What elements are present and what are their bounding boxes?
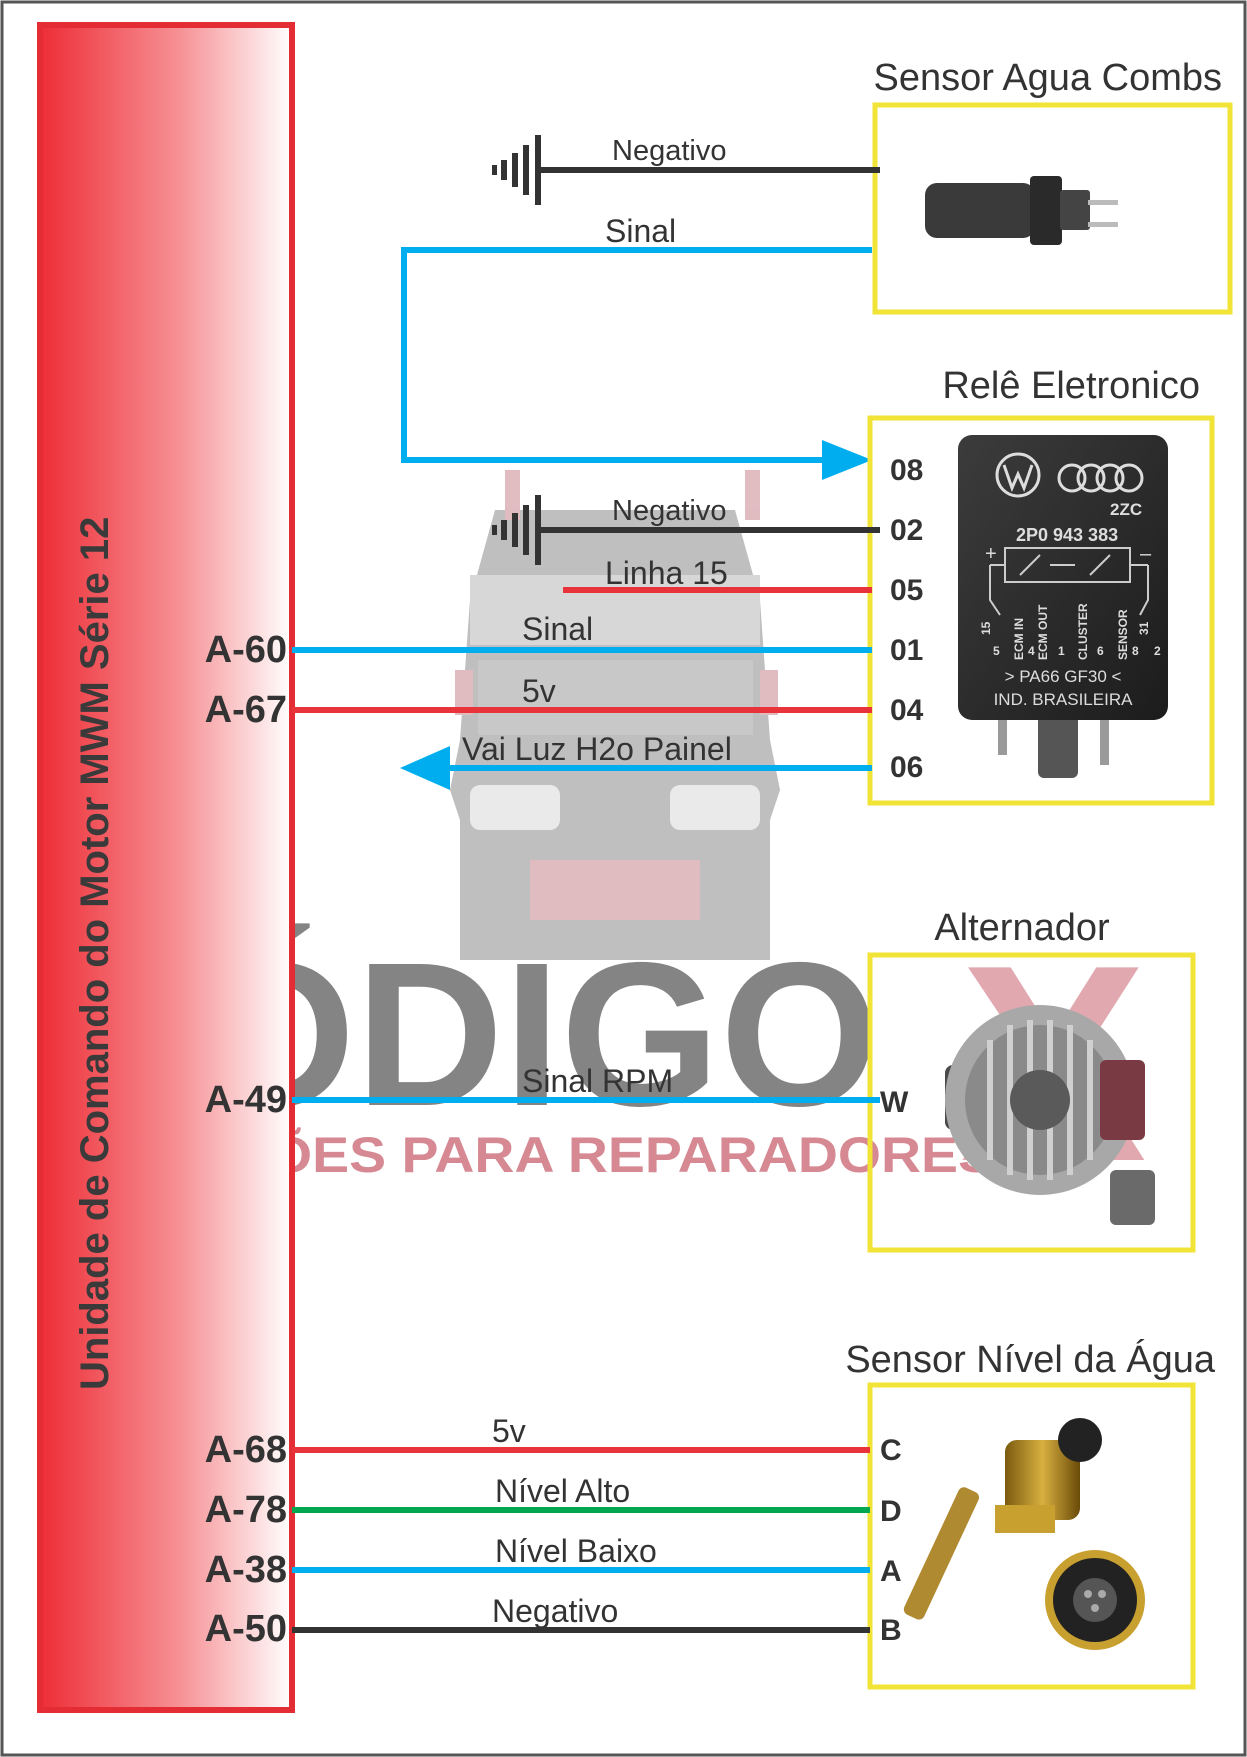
- rele-box: [867, 415, 1215, 806]
- relay-num-5: 5: [993, 644, 1000, 658]
- wire-label-nivel-baixo: Nível Baixo: [495, 1533, 657, 1569]
- relay-num-31: 31: [1137, 621, 1151, 635]
- rele-title: Relê Eletronico: [942, 365, 1200, 407]
- ecu-box: [37, 22, 295, 1713]
- ecu-pin-a67: A-67: [205, 689, 287, 731]
- wire-label-luz-h2o: Vai Luz H2o Painel: [462, 731, 732, 767]
- relay-num-8: 8: [1132, 644, 1139, 658]
- rele-pin-06: 06: [890, 751, 923, 784]
- sensor-agua-combs-title: Sensor Agua Combs: [873, 57, 1222, 99]
- relay-num-1: 1: [1058, 644, 1065, 658]
- wire-label-linha-15: Linha 15: [605, 555, 728, 591]
- water-level-sensor-image: [903, 1418, 1145, 1650]
- wire-label-sinal-combs: Sinal: [605, 213, 676, 249]
- ecu-pin-a60: A-60: [205, 629, 287, 671]
- sensor-nivel-title: Sensor Nível da Água: [845, 1338, 1216, 1381]
- wire-label-negativo-combs: Negativo: [612, 135, 726, 167]
- rele-pin-02: 02: [890, 514, 923, 547]
- relay-part-number: 2P0 943 383: [1016, 525, 1118, 545]
- wire-sinal-combs: [401, 247, 872, 463]
- alternador-title: Alternador: [934, 907, 1110, 949]
- ecu-pin-a49: A-49: [205, 1079, 287, 1121]
- rele-pin-01: 01: [890, 634, 923, 667]
- relay-num-4: 4: [1028, 644, 1035, 658]
- sensor-nivel-box: [867, 1382, 1196, 1690]
- rele-pin-08: 08: [890, 454, 923, 487]
- relay-minus: –: [1140, 543, 1152, 565]
- relay-num-6: 6: [1097, 644, 1104, 658]
- ecu-pin-a78: A-78: [205, 1489, 287, 1531]
- sensor-nivel-pin-d: D: [880, 1495, 902, 1528]
- sensor-nivel-pin-a: A: [880, 1555, 902, 1588]
- relay-image: 2ZC 2P0 943 383 + – ECM IN ECM OUT CLUST…: [958, 435, 1168, 778]
- relay-num-2: 2: [1154, 644, 1161, 658]
- relay-term-sensor: SENSOR: [1116, 609, 1130, 660]
- ecu-label: Unidade de Comando do Motor MWM Série 12: [73, 517, 117, 1390]
- wire-label-negativo-nivel: Negativo: [492, 1593, 618, 1629]
- relay-origin: IND. BRASILEIRA: [994, 690, 1134, 709]
- relay-code: 2ZC: [1110, 500, 1142, 519]
- wire-label-5v-a67: 5v: [522, 673, 556, 709]
- fuel-water-sensor-image: [925, 176, 1118, 245]
- ecu-pin-a50: A-50: [205, 1608, 287, 1650]
- relay-spec: > PA66 GF30 <: [1005, 667, 1122, 686]
- sensor-agua-combs-box: [872, 102, 1233, 315]
- relay-term-ecm-out: ECM OUT: [1036, 604, 1050, 660]
- relay-num-15: 15: [979, 621, 993, 635]
- wire-label-sinal-a60: Sinal: [522, 611, 593, 647]
- sensor-nivel-pin-c: C: [880, 1434, 902, 1467]
- alternator-image: [945, 1005, 1155, 1225]
- arrow-to-relay: [822, 440, 872, 480]
- rele-pin-04: 04: [890, 694, 924, 727]
- relay-term-ecm-in: ECM IN: [1012, 618, 1026, 660]
- wire-label-sinal-rpm: Sinal RPM: [522, 1063, 673, 1099]
- ecu-pin-a38: A-38: [205, 1549, 287, 1591]
- relay-plus: +: [985, 543, 997, 565]
- alternador-pin-w: W: [880, 1086, 909, 1119]
- sensor-nivel-pin-b: B: [880, 1614, 902, 1647]
- wire-label-negativo-rele: Negativo: [612, 495, 726, 527]
- wire-label-nivel-alto: Nível Alto: [495, 1473, 630, 1509]
- wire-label-5v-a68: 5v: [492, 1413, 526, 1449]
- arrow-to-panel: [400, 746, 450, 790]
- truck-watermark: [450, 470, 780, 960]
- relay-term-cluster: CLUSTER: [1076, 603, 1090, 660]
- rele-pin-05: 05: [890, 574, 923, 607]
- ecu-pin-a68: A-68: [205, 1429, 287, 1471]
